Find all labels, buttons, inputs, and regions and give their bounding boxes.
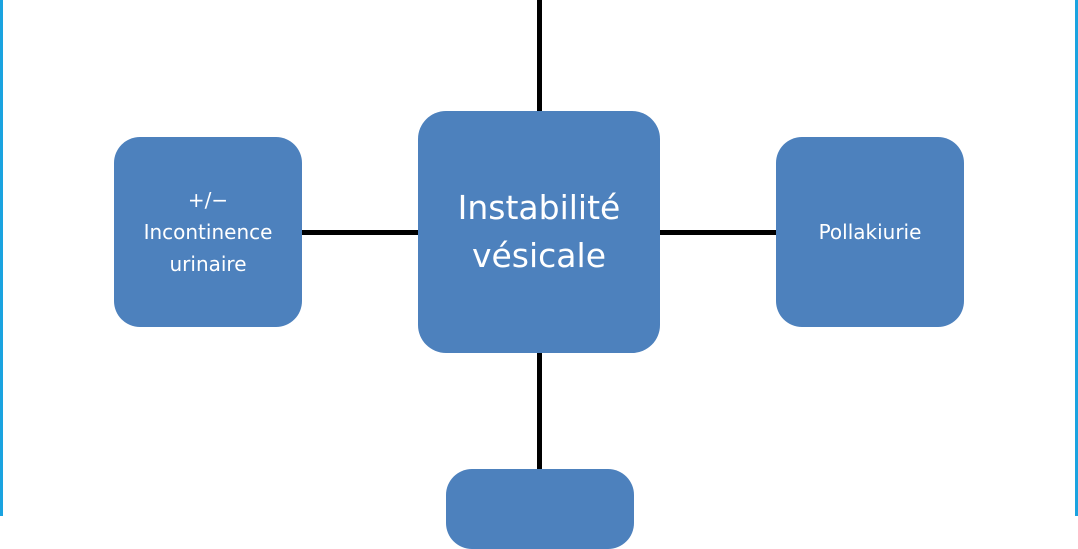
connector-left (302, 230, 418, 235)
left-node-line-1: +/− (187, 188, 229, 212)
connector-top (537, 0, 542, 111)
left-node: +/− Incontinence urinaire (114, 137, 302, 327)
right-node: Pollakiurie (776, 137, 964, 327)
center-node-line-1: Instabilité (457, 188, 621, 227)
left-node-text: +/− Incontinence urinaire (144, 184, 273, 280)
connector-bottom (537, 353, 542, 469)
center-node-text: Instabilité vésicale (458, 184, 621, 280)
diagram-frame (0, 0, 1078, 516)
bottom-node (446, 469, 634, 549)
right-node-line-1: Pollakiurie (818, 220, 922, 244)
center-node: Instabilité vésicale (418, 111, 660, 353)
left-node-line-2: Incontinence (143, 220, 273, 244)
connector-right (660, 230, 776, 235)
left-node-line-3: urinaire (169, 252, 247, 276)
center-node-line-2: vésicale (471, 236, 606, 275)
right-node-text: Pollakiurie (819, 218, 922, 246)
